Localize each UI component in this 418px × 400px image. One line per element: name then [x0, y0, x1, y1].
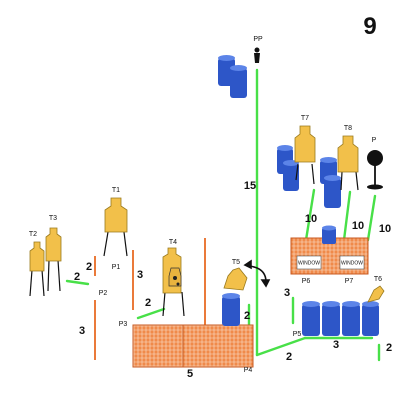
barrels-t7 — [277, 145, 341, 208]
label-p7: P7 — [345, 278, 354, 285]
barrels-p5 — [302, 301, 379, 336]
distance-p2-fault: 2 — [74, 271, 80, 283]
distance-right-short: 2 — [386, 342, 392, 354]
swing-arrow-icon — [243, 259, 271, 288]
label-p2: P2 — [99, 290, 108, 297]
fault-line-t7-p6 — [304, 188, 316, 242]
barrel-window — [322, 225, 336, 244]
label-t4: T4 — [169, 239, 177, 246]
window-left — [296, 255, 322, 270]
distance-t7-p6: 10 — [305, 213, 317, 225]
distance-p1-barrier: 2 — [86, 261, 92, 273]
label-popper: P — [372, 137, 377, 144]
barrels-pp — [218, 55, 247, 98]
distance-p3-fault: 2 — [145, 297, 151, 309]
window-left-label: WINDOW — [298, 261, 320, 267]
target-t8 — [337, 135, 359, 191]
distance-p5-fault: 3 — [333, 339, 339, 351]
target-t2 — [29, 241, 45, 297]
label-p3: P3 — [119, 321, 128, 328]
target-labels: T1 T2 T3 T4 T5 T6 T7 T8 P — [29, 115, 382, 283]
target-t4 — [162, 247, 185, 317]
distance-t5-barrel: 2 — [244, 310, 250, 322]
window-wall: WINDOW WINDOW — [290, 237, 369, 275]
label-t6: T6 — [374, 276, 382, 283]
distance-p4-p5: 2 — [286, 351, 292, 363]
label-t7: T7 — [301, 115, 309, 122]
fault-line-p3 — [136, 307, 166, 320]
position-labels: P1 P2 P3 P4 P5 P6 P7 PP — [99, 36, 354, 374]
distance-p1-t4: 3 — [137, 269, 143, 281]
target-t5 — [223, 267, 248, 291]
barriers — [94, 238, 206, 360]
stage-number: 9 — [363, 13, 376, 40]
fault-line-p4-right — [255, 336, 307, 357]
distance-labels: 2 2 3 3 2 5 2 2 3 3 2 15 10 10 10 — [74, 180, 392, 380]
distance-t8-p7: 10 — [352, 220, 364, 232]
label-p1: P1 — [112, 264, 121, 271]
fault-line-popper-p7 — [366, 194, 377, 242]
fault-line-p2 — [65, 279, 90, 286]
fault-lines — [65, 68, 381, 362]
label-p4: P4 — [244, 367, 253, 374]
label-p5: P5 — [293, 331, 302, 338]
window-right — [339, 255, 365, 270]
target-t3 — [45, 227, 62, 292]
start-position-icon — [254, 47, 260, 63]
target-t1 — [103, 197, 128, 257]
distance-popper-p7: 10 — [379, 223, 391, 235]
barrel-t5 — [222, 293, 240, 326]
window-right-label: WINDOW — [341, 261, 363, 267]
distance-p5-vert: 3 — [284, 287, 290, 299]
popper-target — [367, 150, 383, 190]
distance-left-barrier: 3 — [79, 325, 85, 337]
mesh-wall — [132, 324, 254, 368]
distance-long-fault: 15 — [244, 180, 256, 192]
label-t1: T1 — [112, 187, 120, 194]
fault-line-t8-p7 — [342, 190, 352, 242]
target-t6 — [367, 285, 385, 303]
label-t8: T8 — [344, 125, 352, 132]
label-t2: T2 — [29, 231, 37, 238]
label-pp: PP — [253, 36, 263, 43]
target-t7 — [294, 125, 316, 185]
label-t5: T5 — [232, 259, 240, 266]
label-t3: T3 — [49, 215, 57, 222]
label-p6: P6 — [302, 278, 311, 285]
distance-wall: 5 — [187, 368, 193, 380]
